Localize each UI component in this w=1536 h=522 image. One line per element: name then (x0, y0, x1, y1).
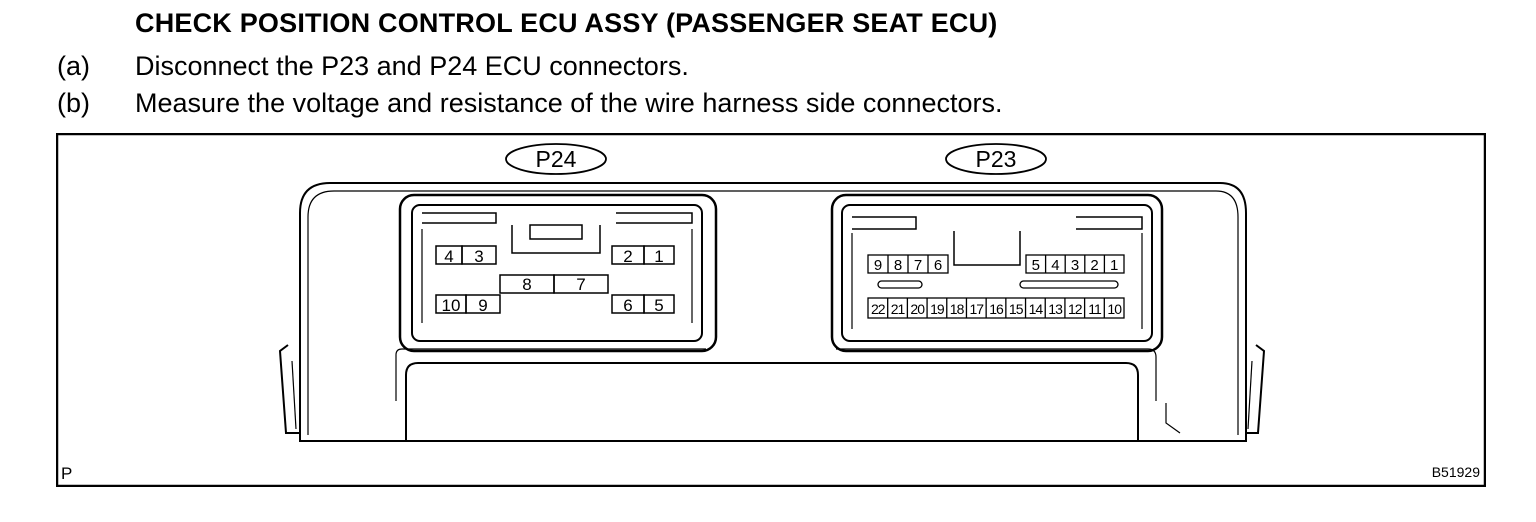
p23-latch (953, 231, 1021, 266)
right-bracket (1246, 344, 1266, 434)
p23-pin-13: 13 (1048, 301, 1063, 317)
p23-pin-18: 18 (950, 301, 965, 317)
step-b-text: Measure the voltage and resistance of th… (135, 88, 1003, 118)
figure-frame (56, 133, 1486, 487)
p24-label: P24 (536, 146, 577, 172)
p23-pin-14: 14 (1029, 301, 1044, 317)
p23-pin-grid (867, 254, 1125, 319)
connector-figure: 4 3 2 1 8 7 10 9 6 5 9 8 (56, 133, 1486, 487)
p23-pin-1: 1 (1110, 257, 1118, 274)
p23-label-oval (945, 143, 1047, 175)
step-a-marker: (a) (57, 51, 90, 81)
p23-pin-8: 8 (894, 257, 902, 274)
p23-pin-17: 17 (970, 301, 985, 317)
step-b-marker: (b) (57, 88, 90, 118)
p24-pin-5: 5 (654, 296, 663, 315)
p24-pin-9: 9 (478, 296, 487, 315)
p23-pin-12: 12 (1068, 301, 1083, 317)
ecu-ridge-right (836, 348, 1157, 401)
p23-pin-5: 5 (1032, 257, 1040, 274)
section-heading: CHECK POSITION CONTROL ECU ASSY (PASSENG… (135, 8, 998, 38)
p23-bottom-dividers (887, 298, 1105, 318)
p24-pin-2: 2 (623, 247, 632, 266)
p23-pin-20: 20 (910, 301, 925, 317)
ecu-body (299, 182, 1247, 442)
p23-inner (841, 204, 1153, 342)
p23-pin-15: 15 (1009, 301, 1024, 317)
p24-pin-8: 8 (522, 275, 531, 294)
p24-pin-3: 3 (474, 247, 483, 266)
p23-pin-21: 21 (891, 301, 906, 317)
ecu-ridge-left (395, 348, 706, 401)
p23-pin-7: 7 (914, 257, 922, 274)
step-a-text: Disconnect the P23 and P24 ECU connector… (135, 51, 689, 81)
p23-pin-22: 22 (871, 301, 886, 317)
step-a: (a) Disconnect the P23 and P24 ECU connec… (57, 51, 689, 82)
p24-latch (511, 225, 601, 254)
figure-code: B51929 (1432, 464, 1480, 480)
p23-housing (830, 193, 1164, 353)
p23-pin-4: 4 (1051, 257, 1059, 274)
left-bracket (278, 344, 300, 434)
p24-pin-6: 6 (623, 296, 632, 315)
p24-inner (411, 204, 703, 342)
p23-pin-19: 19 (930, 301, 945, 317)
p23-pin-10: 10 (1107, 301, 1122, 317)
p24-pin-1: 1 (654, 247, 663, 266)
p23-pin-2: 2 (1090, 257, 1098, 274)
p24-pin-10: 10 (442, 296, 461, 315)
p23-pin-11: 11 (1088, 301, 1102, 317)
corner-label: P (61, 464, 72, 483)
p23-pin-9: 9 (874, 257, 882, 274)
p24-pin-4: 4 (444, 247, 453, 266)
p24-label-oval (505, 143, 607, 175)
p23-pin-3: 3 (1071, 257, 1079, 274)
p23-pin-16: 16 (989, 301, 1004, 317)
p23-label: P23 (976, 146, 1017, 172)
ecu-lower-housing (405, 362, 1139, 441)
ecu-body-inner (307, 190, 1239, 435)
p23-pin-6: 6 (934, 257, 942, 274)
p24-housing (398, 193, 718, 353)
step-b: (b) Measure the voltage and resistance of… (57, 88, 1002, 119)
connector-diagram: 4 3 2 1 8 7 10 9 6 5 9 8 (56, 133, 1486, 487)
p24-pin-7: 7 (576, 275, 585, 294)
p24-pin-grid (435, 245, 675, 314)
